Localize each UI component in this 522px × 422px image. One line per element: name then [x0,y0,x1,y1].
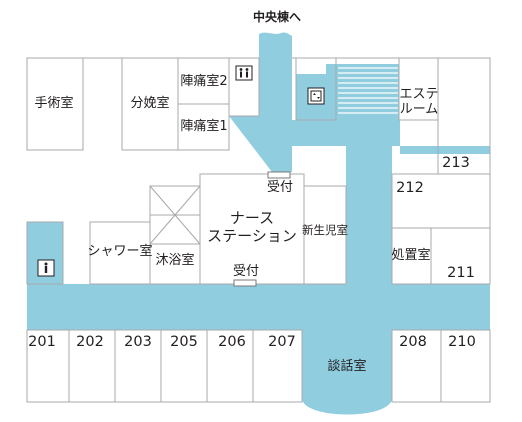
north-corridor [259,32,292,112]
room-number-205: 205 [170,334,198,350]
nurse-station-line2: ステーション [207,227,297,245]
lounge-area [302,330,392,415]
nurse-station-line1: ナース [230,209,274,227]
room-number-212: 212 [396,180,424,196]
room-number-210: 210 [448,334,476,350]
room-esthetic-line1: エステ [399,87,438,102]
room-number-207: 207 [268,334,296,350]
room-number-201: 201 [28,334,56,350]
restroom-icon [235,65,253,81]
room-delivery: 分娩室 [130,95,169,111]
east-corridor [346,146,392,286]
room-treatment: 処置室 [391,247,430,263]
corridor-213 [400,146,490,154]
elevator-icon [307,87,325,105]
main-corridor [27,284,490,330]
stairs-icon [338,67,398,114]
room-bath: 沐浴室 [155,252,194,268]
room-labor-1: 陣痛室1 [180,118,227,134]
room-newborn: 新生児室 [302,223,348,237]
room-number-203: 203 [124,334,152,350]
room-esthetic-line2: ルーム [400,102,439,117]
reception-counter-lower [233,279,257,287]
upper-junction [229,112,400,172]
room-labor-2: 陣痛室2 [180,73,227,89]
reception-upper: 受付 [267,180,293,195]
room-number-202: 202 [76,334,104,350]
room-lounge: 談話室 [327,358,366,374]
toilet-icon [37,259,55,277]
room-number-211: 211 [447,265,475,281]
reception-counter-upper [267,171,291,179]
room-operating: 手術室 [34,95,73,111]
corridors [27,32,490,415]
reception-lower: 受付 [233,264,259,279]
room-number-208: 208 [399,334,427,350]
room-number-213: 213 [442,155,470,171]
room-number-206: 206 [218,334,246,350]
direction-label: 中央棟へ [253,9,301,24]
shaft-cross [149,185,201,245]
room-shower: シャワー室 [87,243,152,259]
